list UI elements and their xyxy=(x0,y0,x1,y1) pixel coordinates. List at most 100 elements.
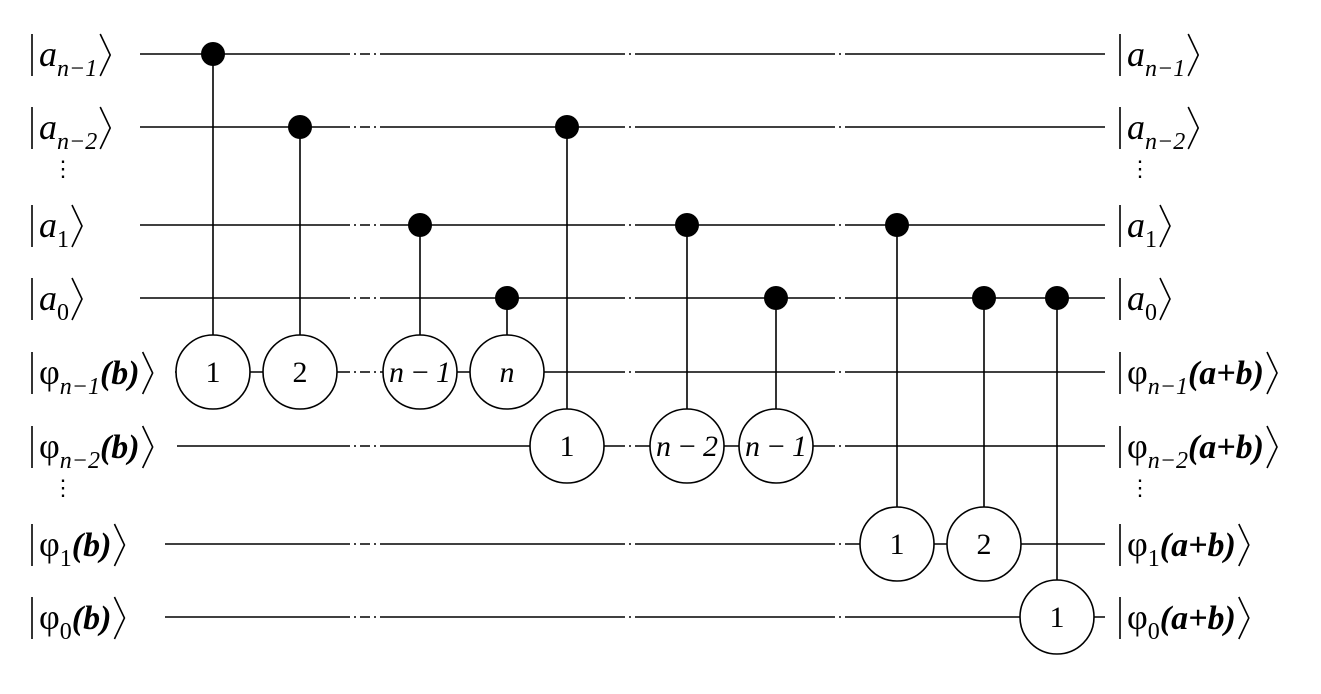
ket-subscript: n−1 xyxy=(57,56,97,82)
control-dot xyxy=(555,115,579,139)
svg-text:a0: a0 xyxy=(1127,278,1157,326)
ket-angle xyxy=(99,106,112,150)
ket-angle xyxy=(1266,425,1278,469)
ket-label: φ0(b) xyxy=(31,596,126,645)
ket-label: an−1 xyxy=(1119,33,1200,82)
ket-angle xyxy=(1238,523,1250,567)
control-dot xyxy=(885,213,909,237)
rotation-gate xyxy=(738,408,814,484)
ket-subscript: 1 xyxy=(1145,227,1157,253)
gate-label: 2 xyxy=(977,528,992,561)
vertical-ellipsis: ⋮ xyxy=(1129,475,1151,500)
svg-text:an−2: an−2 xyxy=(1127,107,1185,155)
ket-symbol: φ xyxy=(39,352,60,392)
rotation-gate xyxy=(382,334,458,410)
ket-label: φn−2(a+b) xyxy=(1119,425,1278,474)
ket-angle xyxy=(1159,204,1171,248)
svg-text:φn−1(a+b): φn−1(a+b) xyxy=(1127,352,1264,400)
ket-angle xyxy=(1159,277,1171,321)
svg-text:a1: a1 xyxy=(39,205,69,253)
ket-subscript: n−1 xyxy=(1145,56,1185,82)
rotation-gate xyxy=(469,334,545,410)
ket-symbol: a xyxy=(39,107,57,147)
ket-subscript: 1 xyxy=(60,546,72,572)
control-dot xyxy=(764,286,788,310)
ket-label: a1 xyxy=(1119,204,1171,253)
rotation-gate xyxy=(175,334,251,410)
ket-symbol: a xyxy=(39,34,57,74)
vertical-ellipsis: ⋮ xyxy=(1129,156,1151,181)
ket-symbol: φ xyxy=(39,426,60,466)
gate-label: 2 xyxy=(293,356,308,389)
ket-label: φ1(a+b) xyxy=(1119,523,1250,572)
gate-label: 1 xyxy=(206,356,221,389)
ket-subscript: n−2 xyxy=(1148,448,1188,474)
ket-label: φn−2(b) xyxy=(31,425,154,474)
svg-text:an−1: an−1 xyxy=(1127,34,1185,82)
ket-angle xyxy=(141,425,154,469)
ket-angle xyxy=(71,277,83,321)
ket-argument: (b) xyxy=(72,527,112,564)
ket-angle xyxy=(1238,596,1250,640)
ket-subscript: 1 xyxy=(57,227,69,253)
ket-symbol: a xyxy=(1127,278,1145,318)
control-dot xyxy=(675,213,699,237)
ket-label: a0 xyxy=(31,277,83,326)
svg-text:a1: a1 xyxy=(1127,205,1157,253)
svg-text:a0: a0 xyxy=(39,278,69,326)
control-dot xyxy=(201,42,225,66)
gate-label: 1 xyxy=(560,430,575,463)
ket-symbol: a xyxy=(1127,205,1145,245)
ket-label: an−2 xyxy=(31,106,112,155)
ket-subscript: n−2 xyxy=(1145,129,1185,155)
svg-text:an−2: an−2 xyxy=(39,107,97,155)
ket-symbol: a xyxy=(39,205,57,245)
ket-angle xyxy=(1187,106,1200,150)
control-dot xyxy=(495,286,519,310)
svg-text:φn−2(b): φn−2(b) xyxy=(39,426,140,474)
ket-subscript: 0 xyxy=(1145,300,1157,326)
ket-symbol: φ xyxy=(1127,597,1148,637)
ket-subscript: 1 xyxy=(1148,546,1160,572)
ket-label: φ0(a+b) xyxy=(1119,596,1250,645)
ket-angle xyxy=(99,33,112,77)
vertical-ellipsis: ⋮ xyxy=(52,475,74,500)
svg-text:φ0(b): φ0(b) xyxy=(39,597,111,645)
gate-label: n−1 xyxy=(745,430,807,463)
ket-subscript: n−1 xyxy=(60,374,100,400)
gate-label: n xyxy=(500,356,515,389)
ket-symbol: φ xyxy=(1127,524,1148,564)
gate-label: n−2 xyxy=(656,430,718,463)
gate-label: n−1 xyxy=(389,356,451,389)
rotation-gate xyxy=(859,506,935,582)
ket-angle xyxy=(1187,33,1200,77)
svg-text:φ1(b): φ1(b) xyxy=(39,524,111,572)
control-dot xyxy=(288,115,312,139)
ket-subscript: 0 xyxy=(57,300,69,326)
svg-text:φ1(a+b): φ1(a+b) xyxy=(1127,524,1236,572)
rotation-gate xyxy=(529,408,605,484)
ket-label: an−1 xyxy=(31,33,112,82)
svg-text:φn−2(a+b): φn−2(a+b) xyxy=(1127,426,1264,474)
ket-label: an−2 xyxy=(1119,106,1200,155)
ket-subscript: n−2 xyxy=(60,448,100,474)
ket-symbol: φ xyxy=(39,597,60,637)
ket-symbol: φ xyxy=(1127,352,1148,392)
rotation-gate xyxy=(262,334,338,410)
ket-symbol: φ xyxy=(39,524,60,564)
ket-label: φ1(b) xyxy=(31,523,126,572)
ket-argument: (a+b) xyxy=(1160,527,1236,564)
ket-angle xyxy=(141,351,154,395)
ket-symbol: φ xyxy=(1127,426,1148,466)
ket-angle xyxy=(113,596,126,640)
ket-argument: (a+b) xyxy=(1188,429,1264,466)
ket-label: φn−1(a+b) xyxy=(1119,351,1278,400)
ket-symbol: a xyxy=(39,278,57,318)
ket-subscript: 0 xyxy=(1148,619,1160,645)
ket-subscript: 0 xyxy=(60,619,72,645)
control-dot xyxy=(1045,286,1069,310)
rotation-gate xyxy=(946,506,1022,582)
ket-angle xyxy=(71,204,83,248)
